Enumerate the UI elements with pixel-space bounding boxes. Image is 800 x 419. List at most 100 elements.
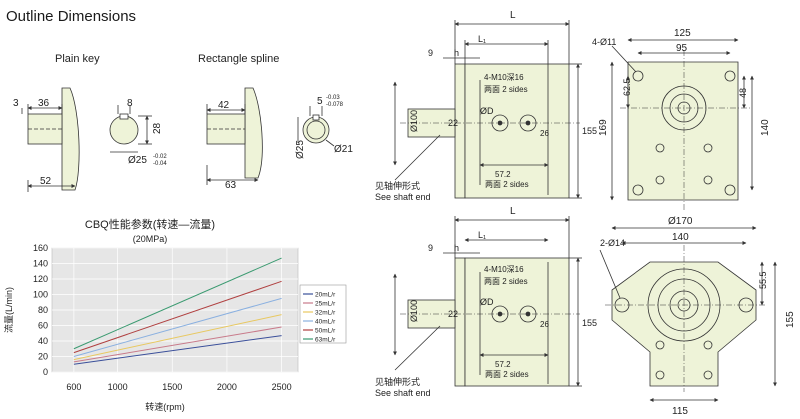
- rect-spline-caption: Rectangle spline: [198, 53, 279, 65]
- chart-series-line: [73, 314, 282, 361]
- pump-top-L: L: [510, 10, 516, 21]
- chart-legend-box: [299, 284, 347, 344]
- oval-flange-drawing: [599, 226, 777, 402]
- pump-top-shaft-cn: 见轴伸形式: [375, 180, 420, 191]
- chart-legend-label: 63mL/r: [315, 337, 336, 344]
- pump-bottom-h: h: [454, 243, 459, 253]
- chart-y-tick-label: 120: [33, 274, 48, 284]
- chart-grid: [52, 247, 298, 373]
- chart-legend-label: 32mL/r: [315, 310, 336, 317]
- pump-bottom-OD: ØD: [480, 297, 494, 307]
- chart-x-tick-label: 1000: [108, 382, 128, 392]
- plain-key-dim-a: 3: [13, 98, 19, 109]
- chart-y-label: 流量(L/min): [3, 287, 14, 333]
- flange-oval-w3: 115: [672, 406, 688, 417]
- pump-bottom-thread-en: 两面 2 sides: [484, 277, 528, 286]
- pump-bottom-L: L: [510, 206, 516, 217]
- pump-top-OD: ØD: [480, 106, 494, 116]
- chart-title: CBQ性能参数(转速—流量): [85, 217, 215, 231]
- chart-x-tick-label: 1500: [162, 382, 182, 392]
- pump-bottom-dia: Ø100: [409, 300, 419, 322]
- pump-bottom-shaft-cn: 见轴伸形式: [375, 376, 420, 387]
- pump-bottom-drawing: [393, 216, 582, 387]
- rect-spline-c-tol-top: -0.03: [326, 95, 340, 101]
- plain-key-caption: Plain key: [55, 53, 100, 65]
- flange-oval-h1: 55.5: [758, 271, 768, 289]
- flange-oval-holes: 2-Ø14: [600, 238, 625, 248]
- chart-subtitle: (20MPa): [133, 234, 168, 244]
- pump-top-22: 22: [448, 118, 458, 128]
- pump-bottom-57-en: 两面 2 sides: [485, 370, 529, 379]
- square-flange-drawing: [610, 38, 754, 210]
- pump-top-57: 57.2: [495, 170, 511, 179]
- chart-y-tick-label: 80: [38, 305, 48, 315]
- flange-square-h3: 169: [598, 119, 609, 136]
- page-title: Outline Dimensions: [6, 8, 137, 25]
- flange-square-w2: 95: [676, 43, 688, 54]
- plain-key-tol-bot: -0.04: [153, 161, 167, 167]
- pump-top-shaft-en: See shaft end: [375, 192, 431, 202]
- flange-oval-w2: 140: [672, 232, 689, 243]
- chart-y-tick-label: 40: [38, 336, 48, 346]
- flange-oval-h2: 155: [785, 311, 796, 328]
- pump-bottom-9: 9: [428, 243, 433, 253]
- pump-top-thread: 4-M10深16: [484, 73, 524, 82]
- pump-bottom-155: 155: [582, 318, 597, 328]
- pump-bottom-shaft-en: See shaft end: [375, 388, 431, 398]
- pump-top-dia: Ø100: [409, 110, 419, 132]
- chart-x-tick-label: 2500: [272, 382, 292, 392]
- rect-spline-drawing: [206, 87, 335, 185]
- chart-legend-label: 25mL/r: [315, 301, 336, 308]
- flange-square-h2: 48: [738, 88, 748, 98]
- pump-top-57-en: 两面 2 sides: [485, 180, 529, 189]
- chart-y-tick-label: 0: [43, 367, 48, 377]
- rect-spline-dim-d: Ø25: [295, 140, 306, 159]
- chart-y-tick-label: 20: [38, 352, 48, 362]
- chart-series-line: [73, 297, 282, 357]
- chart-y-tick-label: 140: [33, 259, 48, 269]
- plain-key-dim-b: 36: [38, 98, 50, 109]
- chart-series-line: [73, 257, 282, 350]
- rect-spline-dim-c: 5: [317, 96, 323, 107]
- pump-top-drawing: [393, 20, 582, 199]
- chart-y-tick-label: 100: [33, 290, 48, 300]
- rect-spline-dim-b: 63: [225, 180, 237, 191]
- chart-series-line: [73, 326, 282, 363]
- pump-top-26: 26: [540, 129, 549, 138]
- flange-square-h4: 140: [760, 119, 771, 136]
- chart-y-ticks: 0 20 40 60 80 100 120 140 160: [33, 243, 48, 377]
- chart-legend-label: 20mL/r: [315, 292, 336, 299]
- plain-key-dim-d: 8: [127, 98, 133, 109]
- plain-key-dim-f: Ø25: [128, 155, 147, 166]
- pump-top-155: 155: [582, 126, 597, 136]
- chart-legend-label: 50mL/r: [315, 328, 336, 335]
- chart-series-lines: [73, 257, 282, 365]
- chart-legend-label: 40mL/r: [315, 319, 336, 326]
- plain-key-drawing: [21, 87, 152, 192]
- pump-top-L1: L₁: [478, 34, 486, 44]
- chart-x-label: 转速(rpm): [145, 401, 185, 412]
- flange-square-h1: 62.5: [622, 78, 632, 96]
- rect-spline-dim-a: 42: [218, 100, 230, 111]
- rect-spline-c-tol-bot: -0.078: [326, 102, 344, 108]
- flange-square-w1: 125: [674, 28, 691, 39]
- rect-spline-dim-e: Ø21: [334, 144, 353, 155]
- plain-key-dim-e: 28: [152, 122, 163, 134]
- chart-series-line: [73, 335, 282, 365]
- flange-square-holes: 4-Ø11: [592, 37, 616, 47]
- pump-top-thread-en: 两面 2 sides: [484, 85, 528, 94]
- chart-x-tick-label: 600: [66, 382, 81, 392]
- chart-y-tick-label: 60: [38, 321, 48, 331]
- flange-oval-w1: Ø170: [668, 216, 693, 227]
- pump-top-h: h: [454, 48, 459, 58]
- pump-bottom-L1: L₁: [478, 230, 486, 240]
- pump-bottom-thread: 4-M10深16: [484, 265, 524, 274]
- chart-y-tick-label: 160: [33, 243, 48, 253]
- pump-bottom-22: 22: [448, 309, 458, 319]
- plain-key-tol-top: -0.02: [153, 154, 167, 160]
- chart-series-line: [73, 280, 282, 354]
- pump-bottom-57: 57.2: [495, 360, 511, 369]
- plain-key-dim-c: 52: [40, 176, 52, 187]
